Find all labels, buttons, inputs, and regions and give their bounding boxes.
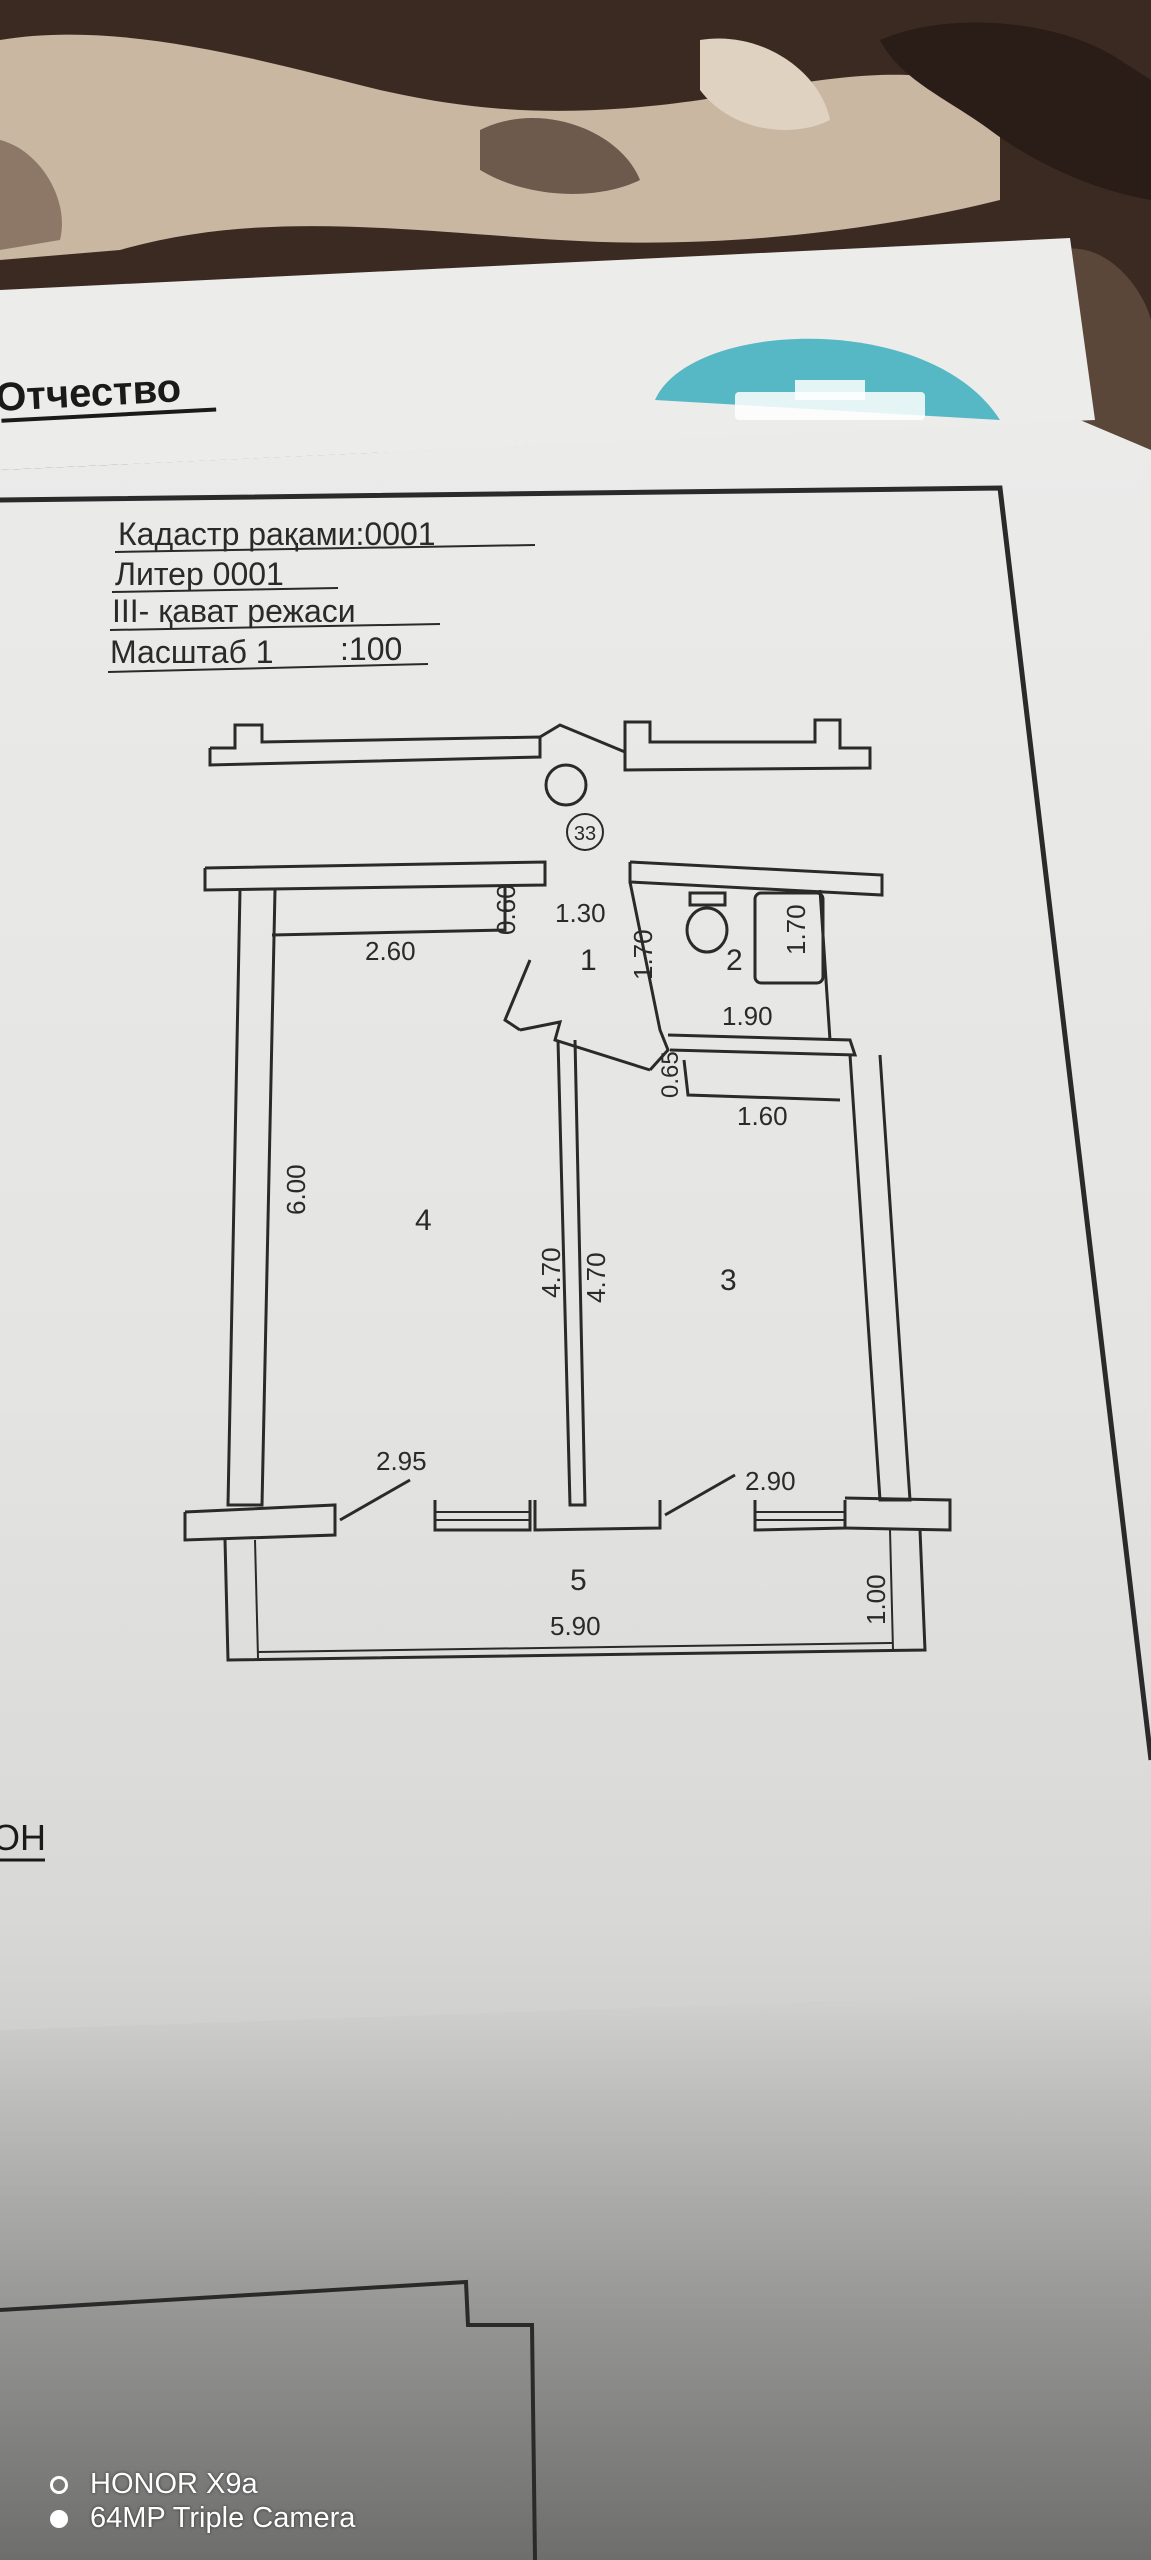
corridor-door-right [519, 1020, 651, 1072]
scale-value: :100 [340, 631, 402, 667]
floor-plan [183, 718, 952, 1662]
dim-1-30: 1.30 [555, 898, 606, 928]
upper-wall-left [208, 723, 542, 767]
room4-ledge [271, 885, 507, 937]
room-1-label: 1 [580, 944, 597, 977]
camera-spec: 64MP Triple Camera [90, 2502, 356, 2534]
window-right [753, 1500, 847, 1532]
dim-5-90: 5.90 [550, 1611, 601, 1641]
liter-label: Литер 0001 [115, 556, 284, 592]
outer-top-wall-left [203, 860, 547, 892]
dim-6-00: 6.00 [281, 1164, 311, 1215]
room-3-label: 3 [720, 1264, 737, 1297]
cadastre-number: Кадастр рақами:0001 [118, 516, 436, 552]
dim-0-60: 0.60 [491, 884, 521, 935]
logo-mark-icon [735, 392, 925, 420]
filled-dot-icon [50, 2509, 68, 2528]
room-2-label: 2 [726, 944, 743, 977]
scale-label: Масштаб 1 [110, 634, 274, 670]
dim-1-90: 1.90 [722, 1001, 773, 1031]
bottom-wall-left [183, 1503, 337, 1542]
lower-plan-fragment [0, 2279, 537, 2560]
stair-number: 33 [574, 823, 596, 845]
dim-4-70-right: 4.70 [581, 1252, 611, 1303]
outer-top-wall-right [628, 860, 884, 897]
door-room4 [339, 1478, 411, 1522]
dim-2-60: 2.60 [365, 936, 416, 966]
floor-plan-label: III- қават режаси [112, 593, 356, 629]
plan-header: Кадастр рақами:0001 Литер 0001 III- қава… [107, 516, 536, 673]
dim-4-70-left: 4.70 [536, 1247, 566, 1298]
main-document-sheet [0, 420, 1151, 2560]
balcony [223, 1529, 927, 1662]
toilet [685, 906, 729, 954]
upper-door [539, 723, 626, 754]
bathroom-left-wall [628, 881, 670, 1072]
dim-1-00: 1.00 [861, 1574, 891, 1625]
dim-0-65: 0.65 [657, 1051, 684, 1098]
cut-off-text: ОН [0, 1817, 46, 1858]
middle-wall [556, 1039, 587, 1507]
dim-2-90: 2.90 [745, 1466, 796, 1496]
back-document-sheet [0, 238, 1095, 470]
bottom-wall-middle [533, 1500, 662, 1532]
camera-watermark-line1: HONOR X9a [50, 2468, 258, 2501]
bathroom-bottom-wall [667, 1033, 858, 1057]
dim-1-70-corridor: 1.70 [628, 929, 658, 980]
camera-watermark-line2: 64MP Triple Camera [50, 2502, 355, 2535]
dim-1-70-bath: 1.70 [781, 904, 811, 955]
dim-1-60: 1.60 [737, 1101, 788, 1131]
bottom-wall-right [844, 1496, 952, 1532]
door-room3 [664, 1473, 736, 1517]
upper-wall-right [623, 718, 872, 772]
plan-labels: 33 1 2 3 4 5 0.60 1.30 2.60 1.70 1.70 1.… [281, 823, 891, 1641]
dim-2-95: 2.95 [376, 1446, 427, 1476]
window-left [433, 1500, 532, 1532]
bathtub [753, 891, 825, 985]
room-4-label: 4 [415, 1204, 432, 1237]
corridor-door-left [503, 959, 532, 1032]
stair-number-badge [566, 813, 604, 851]
phone-model: HONOR X9a [90, 2468, 258, 2500]
room-5-label: 5 [570, 1564, 587, 1597]
toilet-tank [688, 891, 727, 907]
hollow-dot-icon [50, 2475, 68, 2494]
room3-closet [682, 1059, 841, 1102]
column-circle [544, 763, 588, 807]
left-outer-wall [226, 889, 277, 1507]
